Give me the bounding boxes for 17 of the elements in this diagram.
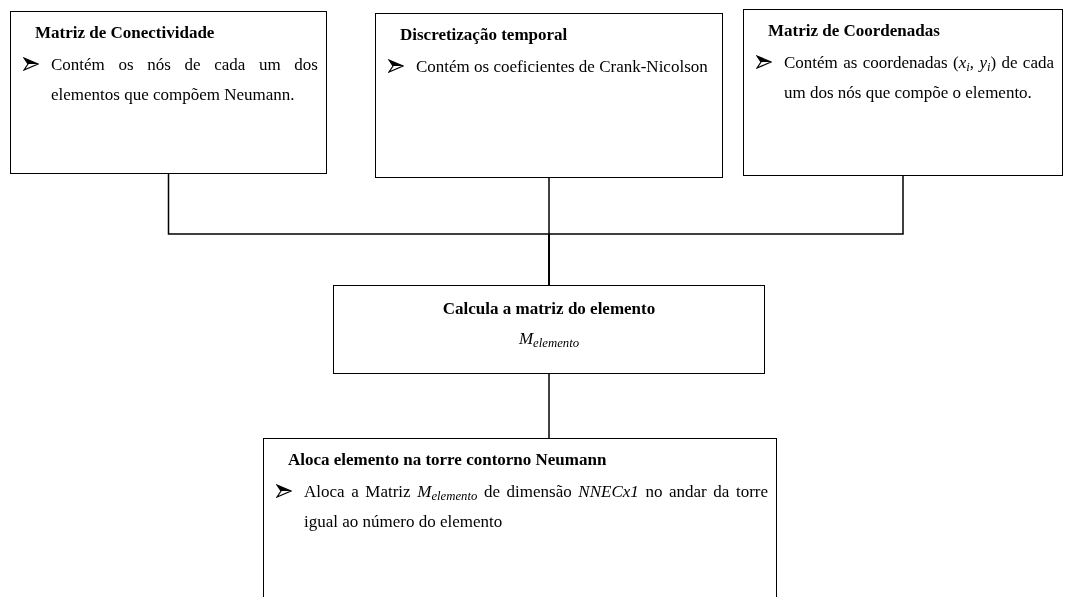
bullet-text: Contém os coeficientes de Crank-Nicolson (416, 56, 708, 78)
connector-line (548, 373, 550, 439)
process-box (263, 438, 777, 597)
process-box (743, 9, 1063, 176)
box-heading: Matriz de Coordenadas (767, 20, 941, 42)
box-heading: Matriz de Conectividade (34, 22, 216, 44)
process-box (375, 13, 723, 178)
connector-line (548, 175, 904, 286)
process-box (333, 285, 765, 374)
box-heading: Calcula a matriz do elemento (442, 298, 656, 320)
math-formula: M$_{elemento}$ (518, 328, 580, 353)
bullet-text: Contém os nós de cada um dos elementos que compõem Neumann. (51, 54, 318, 106)
box-heading: Discretização temporal (399, 24, 569, 46)
bullet-text: Aloca a Matriz M$_{elemento}$ de dimensão NNECx1 no andar da torre igual ao número do elemento (304, 481, 768, 533)
box-heading: Aloca elemento na torre contorno Neumann (287, 449, 608, 471)
bullet-text: Contém as coordenadas (x$_{i}$, y$_{i}$) de cada um dos nós que compõe o elemento. (784, 52, 1054, 104)
process-box (10, 11, 327, 174)
